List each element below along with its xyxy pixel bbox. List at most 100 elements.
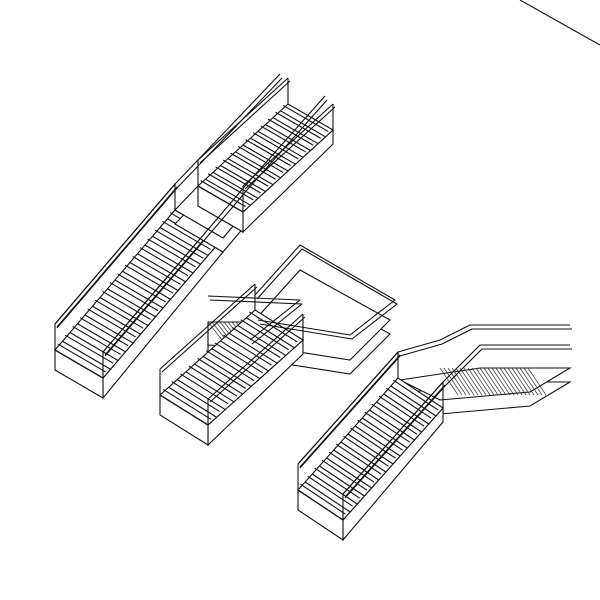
stair-nosing <box>343 435 389 467</box>
stair-tread <box>383 393 430 425</box>
handrail <box>207 295 301 341</box>
stair-nosing <box>124 264 174 294</box>
handrail <box>344 348 572 499</box>
stair-tread <box>250 137 296 165</box>
stair-nosing <box>245 139 291 167</box>
landing-hatch <box>499 367 519 396</box>
handrail <box>256 248 398 340</box>
stair-nosing <box>275 111 321 139</box>
stair-tread <box>369 409 415 441</box>
stair-nosing <box>57 343 106 373</box>
stair-tread <box>376 401 422 433</box>
stair-nosing <box>200 180 246 208</box>
handrail <box>199 80 291 164</box>
stair-nosing <box>385 387 432 419</box>
stair-tread <box>340 441 387 473</box>
stair-nosing <box>300 483 346 515</box>
stair-nosing <box>79 317 129 347</box>
stair-tread <box>297 489 344 521</box>
handrail <box>56 186 178 328</box>
stair-nosing <box>260 125 306 153</box>
stair-nosing <box>87 308 136 338</box>
stair-tread <box>137 253 186 283</box>
stair-nosing <box>230 152 276 180</box>
stair-tread <box>272 117 319 145</box>
stair-nosing <box>335 443 382 475</box>
stair-tread <box>122 270 171 300</box>
stair-tread <box>99 297 149 326</box>
handrail <box>54 73 281 325</box>
handrail <box>209 299 303 345</box>
stair-nosing <box>94 299 144 329</box>
landing-hatch <box>443 367 463 396</box>
stair-tread <box>159 227 209 256</box>
landing-hatch <box>491 367 511 396</box>
stair-nosing <box>64 334 114 364</box>
stair-tread <box>176 379 226 411</box>
stair-nosing <box>147 238 196 268</box>
handrail <box>299 354 401 468</box>
stair-nosing <box>117 273 166 303</box>
stair-tread <box>129 262 179 291</box>
stair-tread <box>114 279 164 309</box>
stair-nosing <box>109 282 159 312</box>
stair-nosing <box>231 327 281 358</box>
stair-tread <box>311 473 358 505</box>
stair-tread <box>107 288 156 318</box>
stair-nosing <box>72 325 121 355</box>
staircase-with-landing-turn <box>159 244 398 447</box>
handrail <box>159 283 256 370</box>
landing-hatch <box>475 367 495 396</box>
stair-nosing <box>328 451 375 483</box>
stair-nosing <box>180 373 229 405</box>
landing-hatch <box>503 367 523 396</box>
stair-nosing <box>267 118 314 146</box>
stair-nosing <box>378 395 425 427</box>
stair-tread <box>235 151 281 179</box>
stair-nosing <box>139 247 189 277</box>
stair-tread <box>347 433 394 465</box>
stair-tread <box>212 171 259 199</box>
stair-tread <box>326 457 372 489</box>
stair-nosing <box>350 427 396 459</box>
handrail <box>102 95 326 353</box>
stair-tread <box>185 371 235 403</box>
handrail <box>56 77 283 329</box>
stair-nosing <box>222 159 269 187</box>
stair-nosing <box>102 290 151 320</box>
stair-nosing <box>371 403 418 435</box>
landing-hatch <box>515 367 535 396</box>
stair-tread <box>319 465 365 497</box>
stair-tread <box>211 348 261 380</box>
handrail <box>104 99 328 357</box>
landing-hatch <box>459 367 479 396</box>
landing-hatch <box>471 367 491 396</box>
stair-tread <box>159 394 209 426</box>
stair-tread <box>354 425 401 457</box>
stair-tread <box>152 235 201 265</box>
stair-tread <box>280 110 326 138</box>
landing-hatch <box>483 367 503 396</box>
landing-hatch <box>507 367 527 396</box>
landing-hatch <box>519 367 539 396</box>
handrail <box>344 384 446 498</box>
stair-tread <box>333 449 380 481</box>
landing-hatch <box>447 367 467 396</box>
stair-tread <box>194 363 243 395</box>
stair-nosing <box>171 381 220 413</box>
stair-tread <box>92 305 141 335</box>
handrail <box>209 316 306 403</box>
staircase-straight <box>54 73 336 400</box>
stair-tread <box>144 244 194 274</box>
stair-nosing <box>197 357 246 389</box>
stair-nosing <box>215 166 261 194</box>
stair-nosing <box>188 365 238 397</box>
stair-nosing <box>307 475 353 507</box>
landing-hatch <box>527 367 547 396</box>
stair-tread <box>77 323 126 353</box>
stair-nosing <box>237 145 284 173</box>
landing-hatch <box>523 367 543 396</box>
stair-tread <box>237 324 287 356</box>
stair-tread <box>257 130 304 158</box>
